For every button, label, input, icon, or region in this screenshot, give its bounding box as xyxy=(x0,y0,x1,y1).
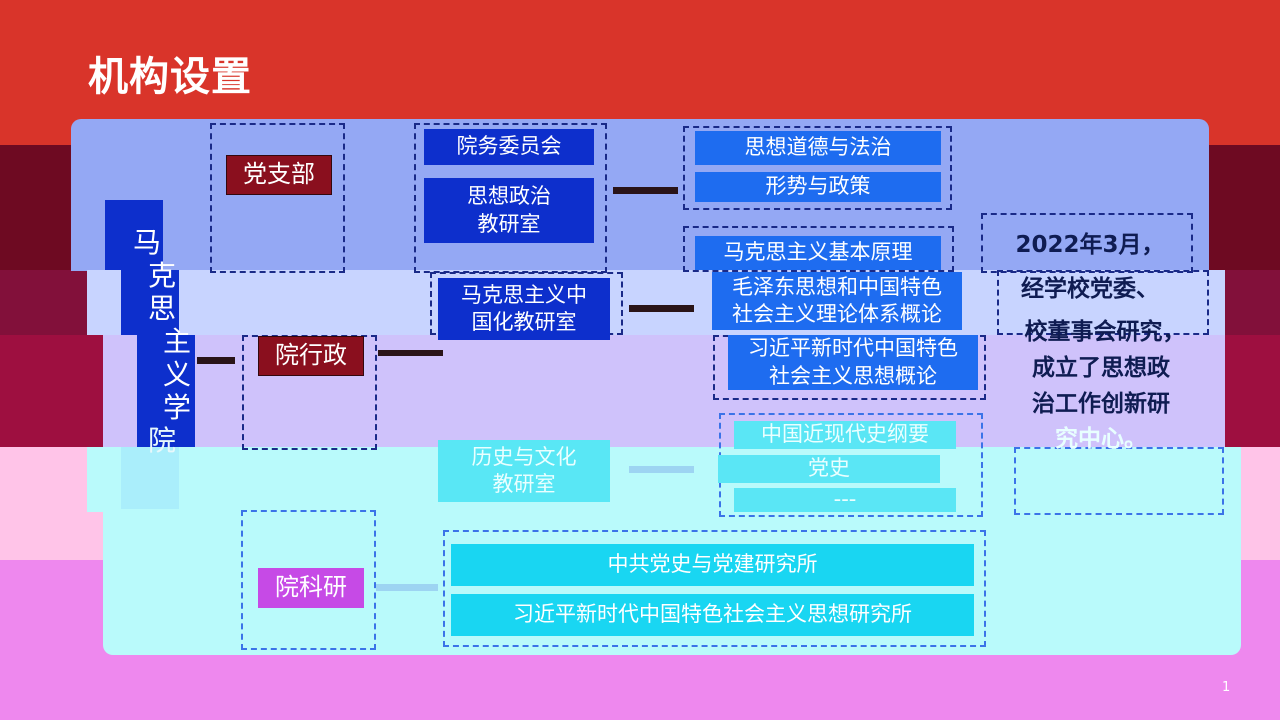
connector-line xyxy=(629,466,694,473)
root-char: 思 xyxy=(147,292,176,326)
research-branch-frame xyxy=(241,510,376,650)
connector-line xyxy=(629,305,694,312)
note-frame xyxy=(997,270,1209,335)
note-line: 究中心。 xyxy=(1055,426,1147,453)
note-text: 2022年3月， 经学校党委、 校董事会研究， 成立了思想政 治工作创新研 究中… xyxy=(990,228,1190,458)
note-line: 2022年3月， xyxy=(1015,232,1165,258)
content-panel xyxy=(71,119,1209,271)
admin-branch-box: 院行政 xyxy=(258,336,364,376)
connector-line xyxy=(613,187,678,194)
course-box: 思想道德与法治 xyxy=(695,131,941,165)
note-line: 治工作创新研 xyxy=(1032,390,1170,417)
party-branch-box: 党支部 xyxy=(226,155,332,195)
note-line: 经学校党委、 xyxy=(1021,275,1159,302)
note-line: 校董事会研究， xyxy=(1024,319,1186,346)
history-section-box: 历史与文化 教研室 xyxy=(438,440,610,502)
institute-group-frame xyxy=(443,530,986,647)
root-char: 院 xyxy=(147,424,176,458)
course-box: 习近平新时代中国特色 社会主义思想概论 xyxy=(728,335,978,390)
connector-line xyxy=(378,350,443,356)
course-box: 马克思主义基本原理 xyxy=(695,236,941,270)
party-branch-frame xyxy=(210,123,345,273)
connector-line xyxy=(197,357,235,364)
course-box-partial: --- xyxy=(734,488,956,512)
root-node-low xyxy=(137,335,195,447)
course-box: 中国近现代史纲要 xyxy=(734,421,956,449)
research-branch-box: 院科研 xyxy=(258,568,364,608)
root-char: 义 xyxy=(163,358,192,392)
course-group-frame xyxy=(683,226,954,272)
institute-box: 习近平新时代中国特色社会主义思想研究所 xyxy=(451,594,974,636)
root-char: 主 xyxy=(163,325,192,359)
root-char: 学 xyxy=(163,391,192,425)
course-box: 形势与政策 xyxy=(695,172,941,202)
slide-title: 机构设置 xyxy=(88,54,252,100)
note-frame xyxy=(1014,447,1224,515)
course-box: 毛泽东思想和中国特色 社会主义理论体系概论 xyxy=(712,272,962,330)
committee-box: 院务委员会 xyxy=(424,129,594,165)
note-frame xyxy=(981,213,1193,273)
ideology-section-box: 思想政治 教研室 xyxy=(424,178,594,243)
connector-line xyxy=(376,584,438,591)
root-node-top xyxy=(105,200,163,270)
note-line: 成立了思想政 xyxy=(1032,354,1170,381)
content-panel xyxy=(87,270,1225,335)
root-char: 马 xyxy=(132,226,161,259)
institute-box: 中共党史与党建研究所 xyxy=(451,544,974,586)
course-group-frame xyxy=(683,126,952,210)
course-box: 党史 xyxy=(718,455,940,483)
sinicization-section-box: 马克思主义中 国化教研室 xyxy=(438,278,610,340)
root-node-label: 马 克 思 主 义 学 院 xyxy=(112,226,191,458)
page-number: 1 xyxy=(1222,680,1231,695)
root-node-bottom xyxy=(121,447,179,509)
root-char: 克 xyxy=(147,259,176,293)
root-node-mid xyxy=(121,270,179,335)
